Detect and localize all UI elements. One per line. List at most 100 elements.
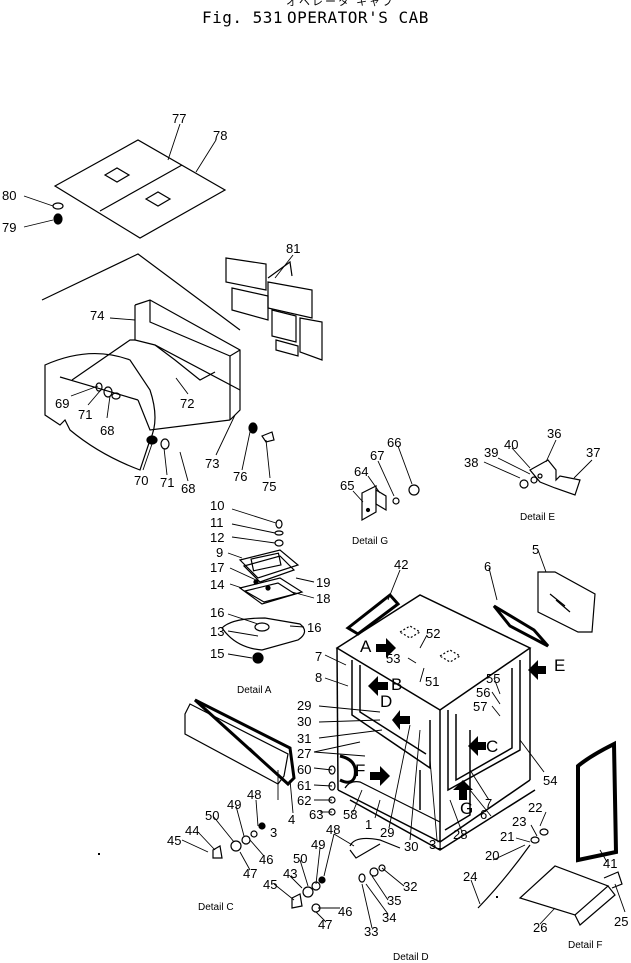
part-number: 71 <box>160 475 175 490</box>
detail-f-caption: Detail F <box>568 940 603 951</box>
part-number: 26 <box>533 920 548 935</box>
part-number: 35 <box>387 893 402 908</box>
part-number: 12 <box>210 530 225 545</box>
part-number: 48 <box>247 787 262 802</box>
part-number: 16 <box>307 620 322 635</box>
detail-arrows <box>368 638 546 800</box>
part-number: 31 <box>429 837 444 852</box>
part-number: 51 <box>425 674 440 689</box>
part-number: 17 <box>210 560 225 575</box>
part-number: 60 <box>297 762 312 777</box>
part-number: 56 <box>476 685 491 700</box>
part-number: 81 <box>286 241 301 256</box>
part-number: 45 <box>263 877 278 892</box>
part-number: 50 <box>205 808 220 823</box>
part-number: 42 <box>394 557 409 572</box>
part-number: 29 <box>297 698 312 713</box>
arrow-e-label: E <box>554 656 566 675</box>
roof-liner-panel <box>55 140 225 238</box>
detail-c-caption: Detail C <box>198 902 234 913</box>
window-seals <box>348 595 548 646</box>
part-number: 14 <box>210 577 225 592</box>
bolt-washer <box>53 203 63 224</box>
figure-number: Fig. 531 <box>202 8 284 27</box>
window-glass-5 <box>538 572 595 632</box>
part-number: 46 <box>338 904 353 919</box>
arrow-f-icon <box>370 766 390 786</box>
arrow-g-icon <box>453 780 473 800</box>
part-number: 30 <box>404 839 419 854</box>
page-title: OPERATOR'S CAB <box>287 8 429 27</box>
part-number: 39 <box>484 445 499 460</box>
arrow-c-label: C <box>486 737 499 756</box>
part-number: 48 <box>326 822 341 837</box>
part-number: 25 <box>614 914 629 929</box>
scan-speck <box>496 896 498 898</box>
part-number: 78 <box>213 128 228 143</box>
japanese-title: オペレータ キャブ <box>286 0 396 8</box>
scan-speck <box>98 853 100 855</box>
part-number: 54 <box>543 773 558 788</box>
window-glass-3 <box>185 700 294 784</box>
part-number: 57 <box>473 699 488 714</box>
part-number: 46 <box>259 852 274 867</box>
part-number: 19 <box>316 575 331 590</box>
side-panel-set <box>226 258 322 360</box>
part-number: 3 <box>270 825 278 840</box>
part-number: 75 <box>262 479 277 494</box>
part-number: 1 <box>365 817 373 832</box>
arrow-b-label: B <box>391 675 403 694</box>
part-number: 34 <box>382 910 397 925</box>
arrow-g-label: G <box>460 799 474 818</box>
part-number: 45 <box>167 833 182 848</box>
part-number: 47 <box>318 917 333 932</box>
cab-frame <box>42 254 240 470</box>
leader-lines <box>24 124 625 928</box>
part-number: 50 <box>293 851 308 866</box>
part-number: 8 <box>315 670 323 685</box>
part-number: 37 <box>586 445 601 460</box>
part-number: 76 <box>233 469 248 484</box>
part-number: 11 <box>210 515 224 530</box>
detail-g-caption: Detail G <box>352 536 389 547</box>
arrow-a-icon <box>376 638 396 658</box>
part-number: 22 <box>528 800 543 815</box>
part-number: 77 <box>172 111 187 126</box>
detail-a-caption: Detail A <box>237 685 272 696</box>
part-number: 64 <box>354 464 369 479</box>
part-number: 29 <box>380 825 395 840</box>
part-number: 53 <box>386 651 401 666</box>
part-number: 55 <box>486 671 501 686</box>
part-number: 15 <box>210 646 225 661</box>
part-number: 36 <box>547 426 562 441</box>
arrow-d-label: D <box>380 692 393 711</box>
part-number: 30 <box>297 714 312 729</box>
part-number: 6 <box>484 559 492 574</box>
part-number: 69 <box>55 396 70 411</box>
part-number: 7 <box>485 796 493 811</box>
part-number: 33 <box>364 924 379 939</box>
part-number: 74 <box>90 308 105 323</box>
part-number: 43 <box>283 866 298 881</box>
arrow-c-icon <box>468 736 486 756</box>
detail-a-vent-assembly <box>222 520 305 663</box>
part-number: 66 <box>387 435 402 450</box>
arrow-d-icon <box>392 710 410 730</box>
part-number: 68 <box>181 481 196 496</box>
part-number: 49 <box>227 797 242 812</box>
detail-g-bracket <box>362 485 419 520</box>
part-number: 40 <box>504 437 519 452</box>
part-number: 71 <box>78 407 93 422</box>
part-number: 68 <box>100 423 115 438</box>
part-number: 65 <box>340 478 355 493</box>
part-number: 7 <box>315 649 323 664</box>
part-number: 80 <box>2 188 17 203</box>
arrow-a-label: A <box>360 637 372 656</box>
part-number: 5 <box>532 542 540 557</box>
detail-e-caption: Detail E <box>520 512 556 523</box>
part-number: 70 <box>134 473 149 488</box>
part-number: 52 <box>426 626 441 641</box>
part-number: 58 <box>343 807 358 822</box>
